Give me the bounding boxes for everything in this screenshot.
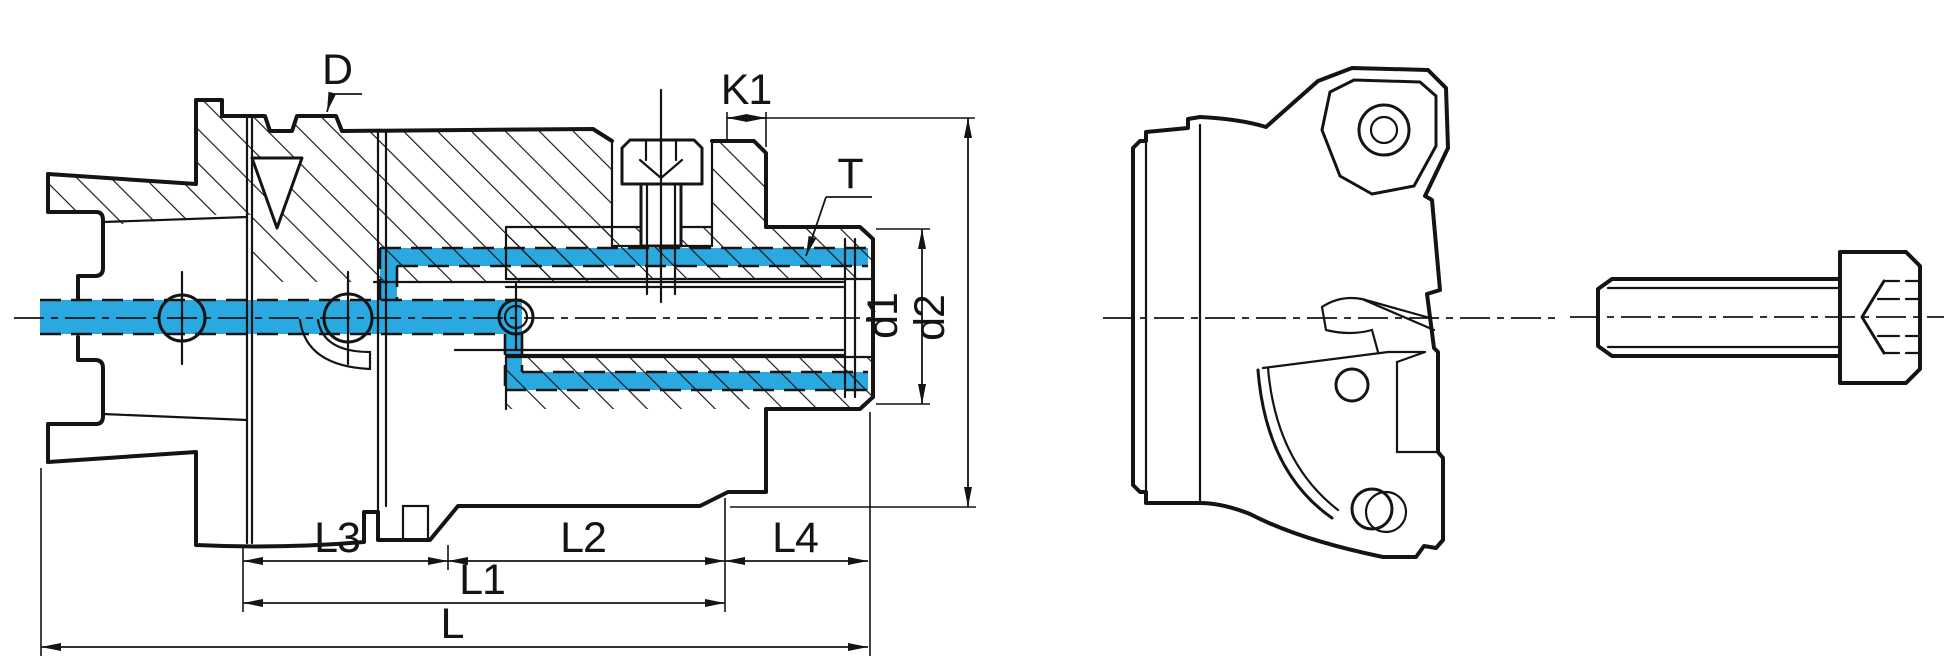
clamping-screw bbox=[610, 88, 714, 304]
section-hatching bbox=[48, 100, 873, 409]
mounting-screw-view bbox=[1570, 250, 1944, 385]
screw-head-side bbox=[1838, 250, 1922, 385]
flange-v-groove bbox=[250, 156, 304, 230]
dimension-L2: L2 bbox=[448, 498, 726, 612]
cartridge-screw-hole bbox=[1334, 367, 1370, 403]
dimension-L3: L3 bbox=[242, 514, 449, 612]
label-L4: L4 bbox=[772, 514, 818, 562]
lower-insert-hole bbox=[1350, 487, 1394, 531]
dimension-d2: d2 bbox=[730, 118, 976, 508]
label-T: T bbox=[837, 150, 863, 198]
label-D: D bbox=[322, 46, 352, 94]
dimension-K1: K1 bbox=[721, 66, 975, 147]
dimension-L1: L1 bbox=[243, 556, 725, 607]
label-d1: d1 bbox=[859, 293, 907, 339]
hex-socket-cone bbox=[1860, 279, 1886, 355]
label-K1: K1 bbox=[721, 66, 772, 114]
coolant-hidden-lines bbox=[40, 246, 868, 392]
insert-top bbox=[1320, 78, 1438, 196]
dimension-L: L bbox=[40, 468, 868, 656]
milling-cutter-view bbox=[1103, 66, 1560, 559]
label-L2: L2 bbox=[560, 514, 606, 562]
insert-screw-hole bbox=[1357, 103, 1411, 157]
screw-thread-shaft bbox=[1596, 277, 1842, 358]
dimension-D: D bbox=[322, 46, 362, 113]
label-L: L bbox=[441, 600, 464, 648]
label-L1: L1 bbox=[459, 556, 505, 604]
dimension-T-leader: T bbox=[805, 150, 872, 257]
dimension-d1: d1 bbox=[859, 228, 930, 405]
dimension-L4: L4 bbox=[725, 412, 871, 656]
label-d2: d2 bbox=[906, 295, 954, 341]
label-L3: L3 bbox=[314, 514, 360, 562]
